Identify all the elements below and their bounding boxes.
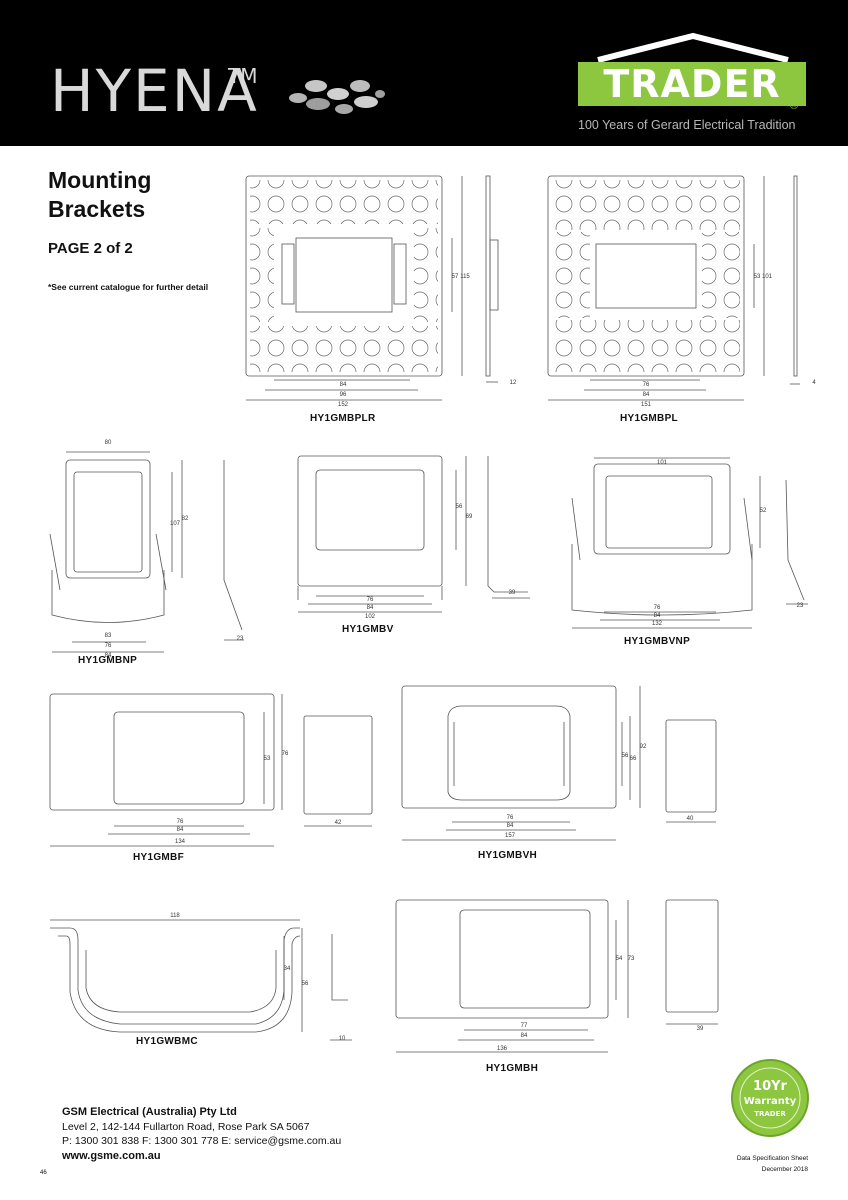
- dimension-label: 54: [616, 956, 623, 962]
- dimension-label: 56: [302, 981, 309, 987]
- drawing-code-hy1gmbplr: HY1GMBPLR: [310, 413, 376, 424]
- drawing-code-hy1gmbnp: HY1GMBNP: [78, 655, 138, 666]
- warranty-seal-icon: 10Yr Warranty TRADER: [731, 1059, 809, 1137]
- dimension-label: 80: [105, 440, 112, 446]
- dimension-label: 39: [509, 590, 516, 596]
- dimension-label: 102: [365, 614, 376, 620]
- dimension-label: 12: [510, 380, 517, 386]
- dimension-label: 84: [643, 392, 650, 398]
- trademark-mark: TM: [228, 64, 258, 88]
- dimension-label: 66: [630, 756, 637, 762]
- dimension-label: 157: [505, 833, 516, 839]
- drawing-hy1gmbnp: [49, 451, 244, 653]
- title-line-1: Mounting: [48, 167, 152, 193]
- page-header: HYENA TM TRADER ® 100 Years of Gerard El…: [0, 0, 848, 146]
- drawing-code-hy1gmbf: HY1GMBF: [133, 852, 184, 863]
- company-website: www.gsme.com.au: [62, 1150, 161, 1162]
- dimension-label: 107: [170, 521, 181, 527]
- drawing-hy1gmbvh: [401, 685, 717, 841]
- drawing-code-hy1gmbvnp: HY1GMBVNP: [624, 636, 691, 647]
- dimension-label: 152: [338, 402, 349, 408]
- dimension-label: 84: [654, 613, 661, 619]
- dimension-label: 69: [466, 514, 473, 520]
- dimension-label: 151: [641, 402, 652, 408]
- dimension-label: 34: [284, 966, 291, 972]
- dimension-label: 42: [335, 820, 342, 826]
- sheet-info: Data Specification Sheet December 2018: [737, 1153, 808, 1175]
- drawing-hy1gmbplr: [245, 175, 499, 401]
- dimension-label: 57: [452, 274, 459, 280]
- company-contact: P: 1300 301 838 F: 1300 301 778 E: servi…: [62, 1135, 342, 1147]
- dimension-label: 76: [643, 382, 650, 388]
- dimension-label: 84: [340, 382, 347, 388]
- drawing-hy1gwbmc: [50, 919, 352, 1041]
- dimension-label: 84: [521, 1033, 528, 1039]
- dimension-label: 83: [105, 633, 112, 639]
- trader-logo: TRADER: [578, 62, 806, 106]
- drawing-code-hy1gmbv: HY1GMBV: [342, 624, 394, 635]
- dimension-label: 82: [182, 516, 189, 522]
- drawing-hy1gmbf: [49, 693, 373, 847]
- sheet-title: Data Specification Sheet: [736, 1155, 808, 1162]
- dimension-label: 84: [367, 605, 374, 611]
- dimension-label: 76: [282, 751, 289, 757]
- dimension-label: 10: [339, 1036, 346, 1042]
- seal-brand: TRADER: [754, 1110, 786, 1118]
- drawing-hy1gmbvnp: [571, 457, 808, 629]
- drawing-hy1gmbh: [395, 899, 719, 1053]
- dimension-label: 76: [105, 643, 112, 649]
- dimension-label: 23: [237, 636, 244, 642]
- trader-roof-icon: [597, 32, 789, 62]
- dimension-label: 96: [340, 392, 347, 398]
- seal-years: 10Yr: [753, 1079, 788, 1094]
- company-address: Level 2, 142-144 Fullarton Road, Rose Pa…: [62, 1121, 310, 1133]
- dimension-label: 101: [657, 460, 668, 466]
- dimension-label: 53: [754, 274, 761, 280]
- company-name: GSM Electrical (Australia) Pty Ltd: [62, 1106, 237, 1118]
- dimension-label: 4: [812, 380, 816, 386]
- dimension-label: 40: [687, 816, 694, 822]
- title-line-2: Brackets: [48, 196, 146, 222]
- drawing-code-hy1gmbh: HY1GMBH: [486, 1063, 539, 1074]
- dimension-label: 56: [622, 753, 629, 759]
- dimension-label: 23: [797, 603, 804, 609]
- sheet-date: December 2018: [761, 1166, 808, 1173]
- dimension-label: 84: [177, 827, 184, 833]
- seal-warranty: Warranty: [744, 1096, 797, 1107]
- hyena-stones-icon: [289, 80, 385, 114]
- dimension-label: 53: [264, 756, 271, 762]
- dimension-label: 134: [175, 839, 186, 845]
- dimension-label: 52: [760, 508, 767, 514]
- dimension-label: 92: [640, 744, 647, 750]
- dimension-label: 39: [697, 1026, 704, 1032]
- dimension-label: 136: [497, 1046, 508, 1052]
- drawing-code-hy1gmbvh: HY1GMBVH: [478, 850, 538, 861]
- drawing-code-hy1gwbmc: HY1GWBMC: [136, 1036, 198, 1047]
- hyena-brand-logo: HYENA: [50, 57, 259, 125]
- dimension-label: 76: [654, 605, 661, 611]
- dimension-label: 84: [105, 653, 112, 659]
- dimension-label: 118: [170, 913, 180, 919]
- catalogue-note: *See current catalogue for further detai…: [48, 282, 209, 292]
- dimension-label: 101: [762, 274, 773, 280]
- page-number: 46: [40, 1170, 47, 1176]
- dimension-label: 77: [521, 1023, 528, 1029]
- dimension-label: 115: [460, 274, 470, 280]
- dimension-label: 76: [507, 815, 514, 821]
- page-indicator: PAGE 2 of 2: [48, 240, 133, 257]
- dimension-label: 76: [177, 819, 184, 825]
- dimension-label: 56: [456, 504, 463, 510]
- dimension-label: 76: [367, 597, 374, 603]
- registered-mark: ®: [790, 100, 799, 112]
- page-title: Mounting Brackets: [48, 166, 151, 224]
- drawing-hy1gmbv: [297, 455, 530, 613]
- drawing-hy1gmbpl: [547, 175, 800, 401]
- dimension-label: 132: [652, 621, 663, 627]
- trader-tagline: 100 Years of Gerard Electrical Tradition: [578, 118, 796, 132]
- dimension-label: 84: [507, 823, 514, 829]
- drawing-code-hy1gmbpl: HY1GMBPL: [620, 413, 678, 424]
- dimension-label: 73: [628, 956, 635, 962]
